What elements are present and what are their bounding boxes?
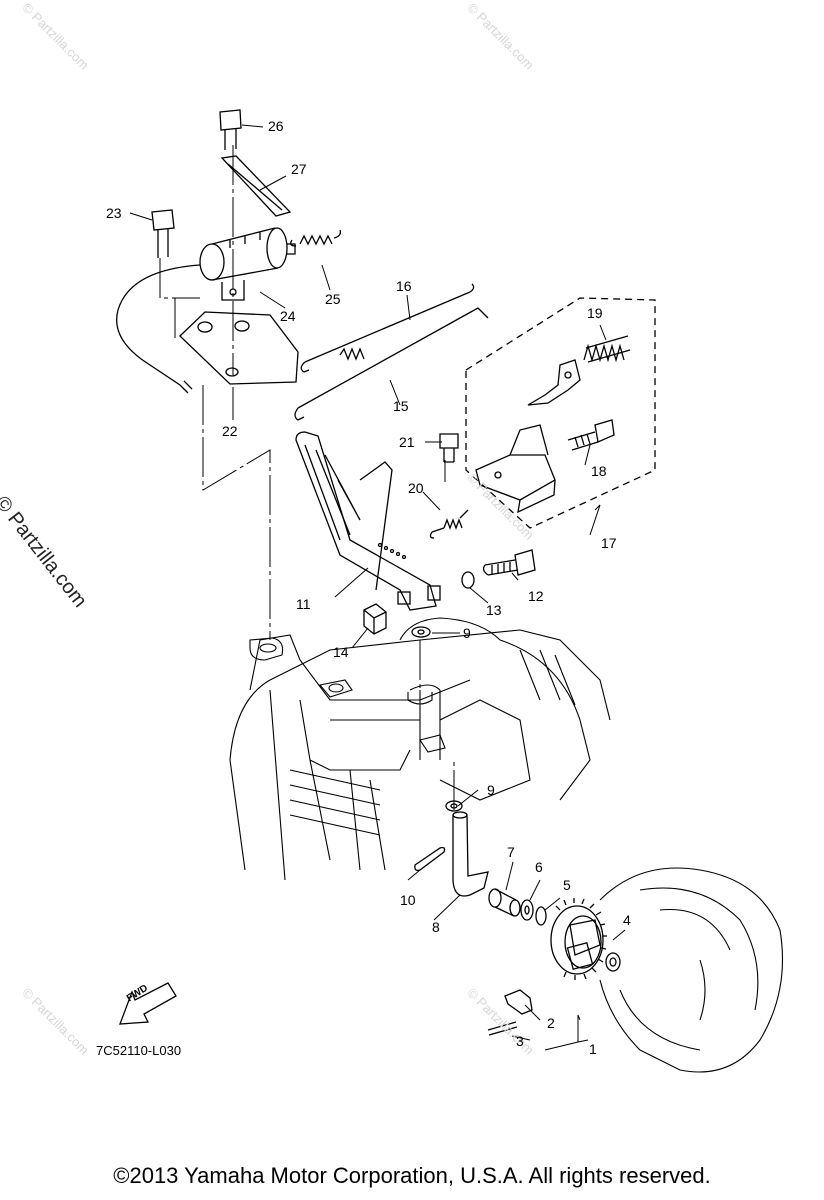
callout-13: 13 [486, 602, 502, 618]
sleeve-7 [488, 888, 521, 917]
callout-10: 10 [400, 892, 416, 908]
solenoid-wire [116, 264, 201, 386]
copyright-notice: ©2013 Yamaha Motor Corporation, U.S.A. A… [113, 1163, 711, 1188]
callout-26: 26 [268, 118, 284, 134]
callout-7: 7 [507, 844, 515, 860]
bolt-26 [219, 109, 242, 150]
washer-6 [520, 899, 534, 921]
callout-20: 20 [408, 480, 424, 496]
rod-15 [294, 307, 489, 421]
callout-27: 27 [291, 161, 307, 177]
bracket-17 [475, 424, 556, 514]
callout-14: 14 [333, 644, 349, 660]
callout-11: 11 [296, 596, 311, 612]
link-2 [504, 989, 533, 1015]
governor-gear-assembly [550, 898, 607, 980]
clip-10 [414, 846, 446, 872]
washer-13 [461, 571, 475, 589]
callout-17: 17 [601, 535, 617, 551]
callout-16: 16 [396, 278, 412, 294]
engine-block [229, 617, 611, 881]
leader-lines [129, 124, 626, 1051]
callout-12: 12 [528, 588, 544, 604]
callout-24: 24 [280, 308, 296, 324]
governor-lever-11 [295, 431, 441, 611]
callout-6: 6 [535, 859, 543, 875]
spring-20 [429, 509, 469, 539]
callout-3: 3 [516, 1033, 524, 1049]
assembly-17-dashed-box [465, 297, 656, 529]
callout-4: 4 [623, 912, 631, 928]
clip-5 [535, 906, 547, 926]
callout-21: 21 [399, 434, 415, 450]
callout-19: 19 [587, 305, 603, 321]
rod-16 [300, 283, 475, 373]
callout-18: 18 [591, 463, 607, 479]
block-14 [363, 603, 387, 635]
spring-25 [290, 229, 342, 247]
callout-5: 5 [563, 877, 571, 893]
spring-19 [583, 335, 631, 363]
callout-15: 15 [393, 398, 409, 414]
washer-9-upper [411, 626, 431, 638]
dashed-axis-lines [159, 145, 455, 810]
callout-2: 2 [547, 1015, 555, 1031]
plate-22 [179, 311, 299, 385]
gear-cover [599, 867, 784, 1073]
callout-22: 22 [222, 423, 238, 439]
callout-8: 8 [432, 919, 440, 935]
callout-9-lower: 9 [487, 782, 495, 798]
callout-23: 23 [106, 205, 122, 221]
bolt-12 [482, 549, 536, 576]
solenoid-24 [199, 227, 296, 301]
governor-shaft-8 [452, 811, 489, 897]
strap-27 [220, 155, 292, 217]
washer-4 [605, 952, 621, 972]
pin-3 [487, 1021, 518, 1036]
callout-25: 25 [325, 291, 341, 307]
bolt-21 [439, 433, 459, 463]
callout-9-upper: 9 [463, 625, 471, 641]
fwd-arrow [119, 982, 177, 1025]
bolt-23 [151, 209, 175, 258]
bolt-18 [567, 419, 615, 451]
bracket-plate [527, 359, 581, 406]
callout-1: 1 [589, 1041, 597, 1057]
diagram-code: 7C52110-L030 [96, 1043, 182, 1058]
